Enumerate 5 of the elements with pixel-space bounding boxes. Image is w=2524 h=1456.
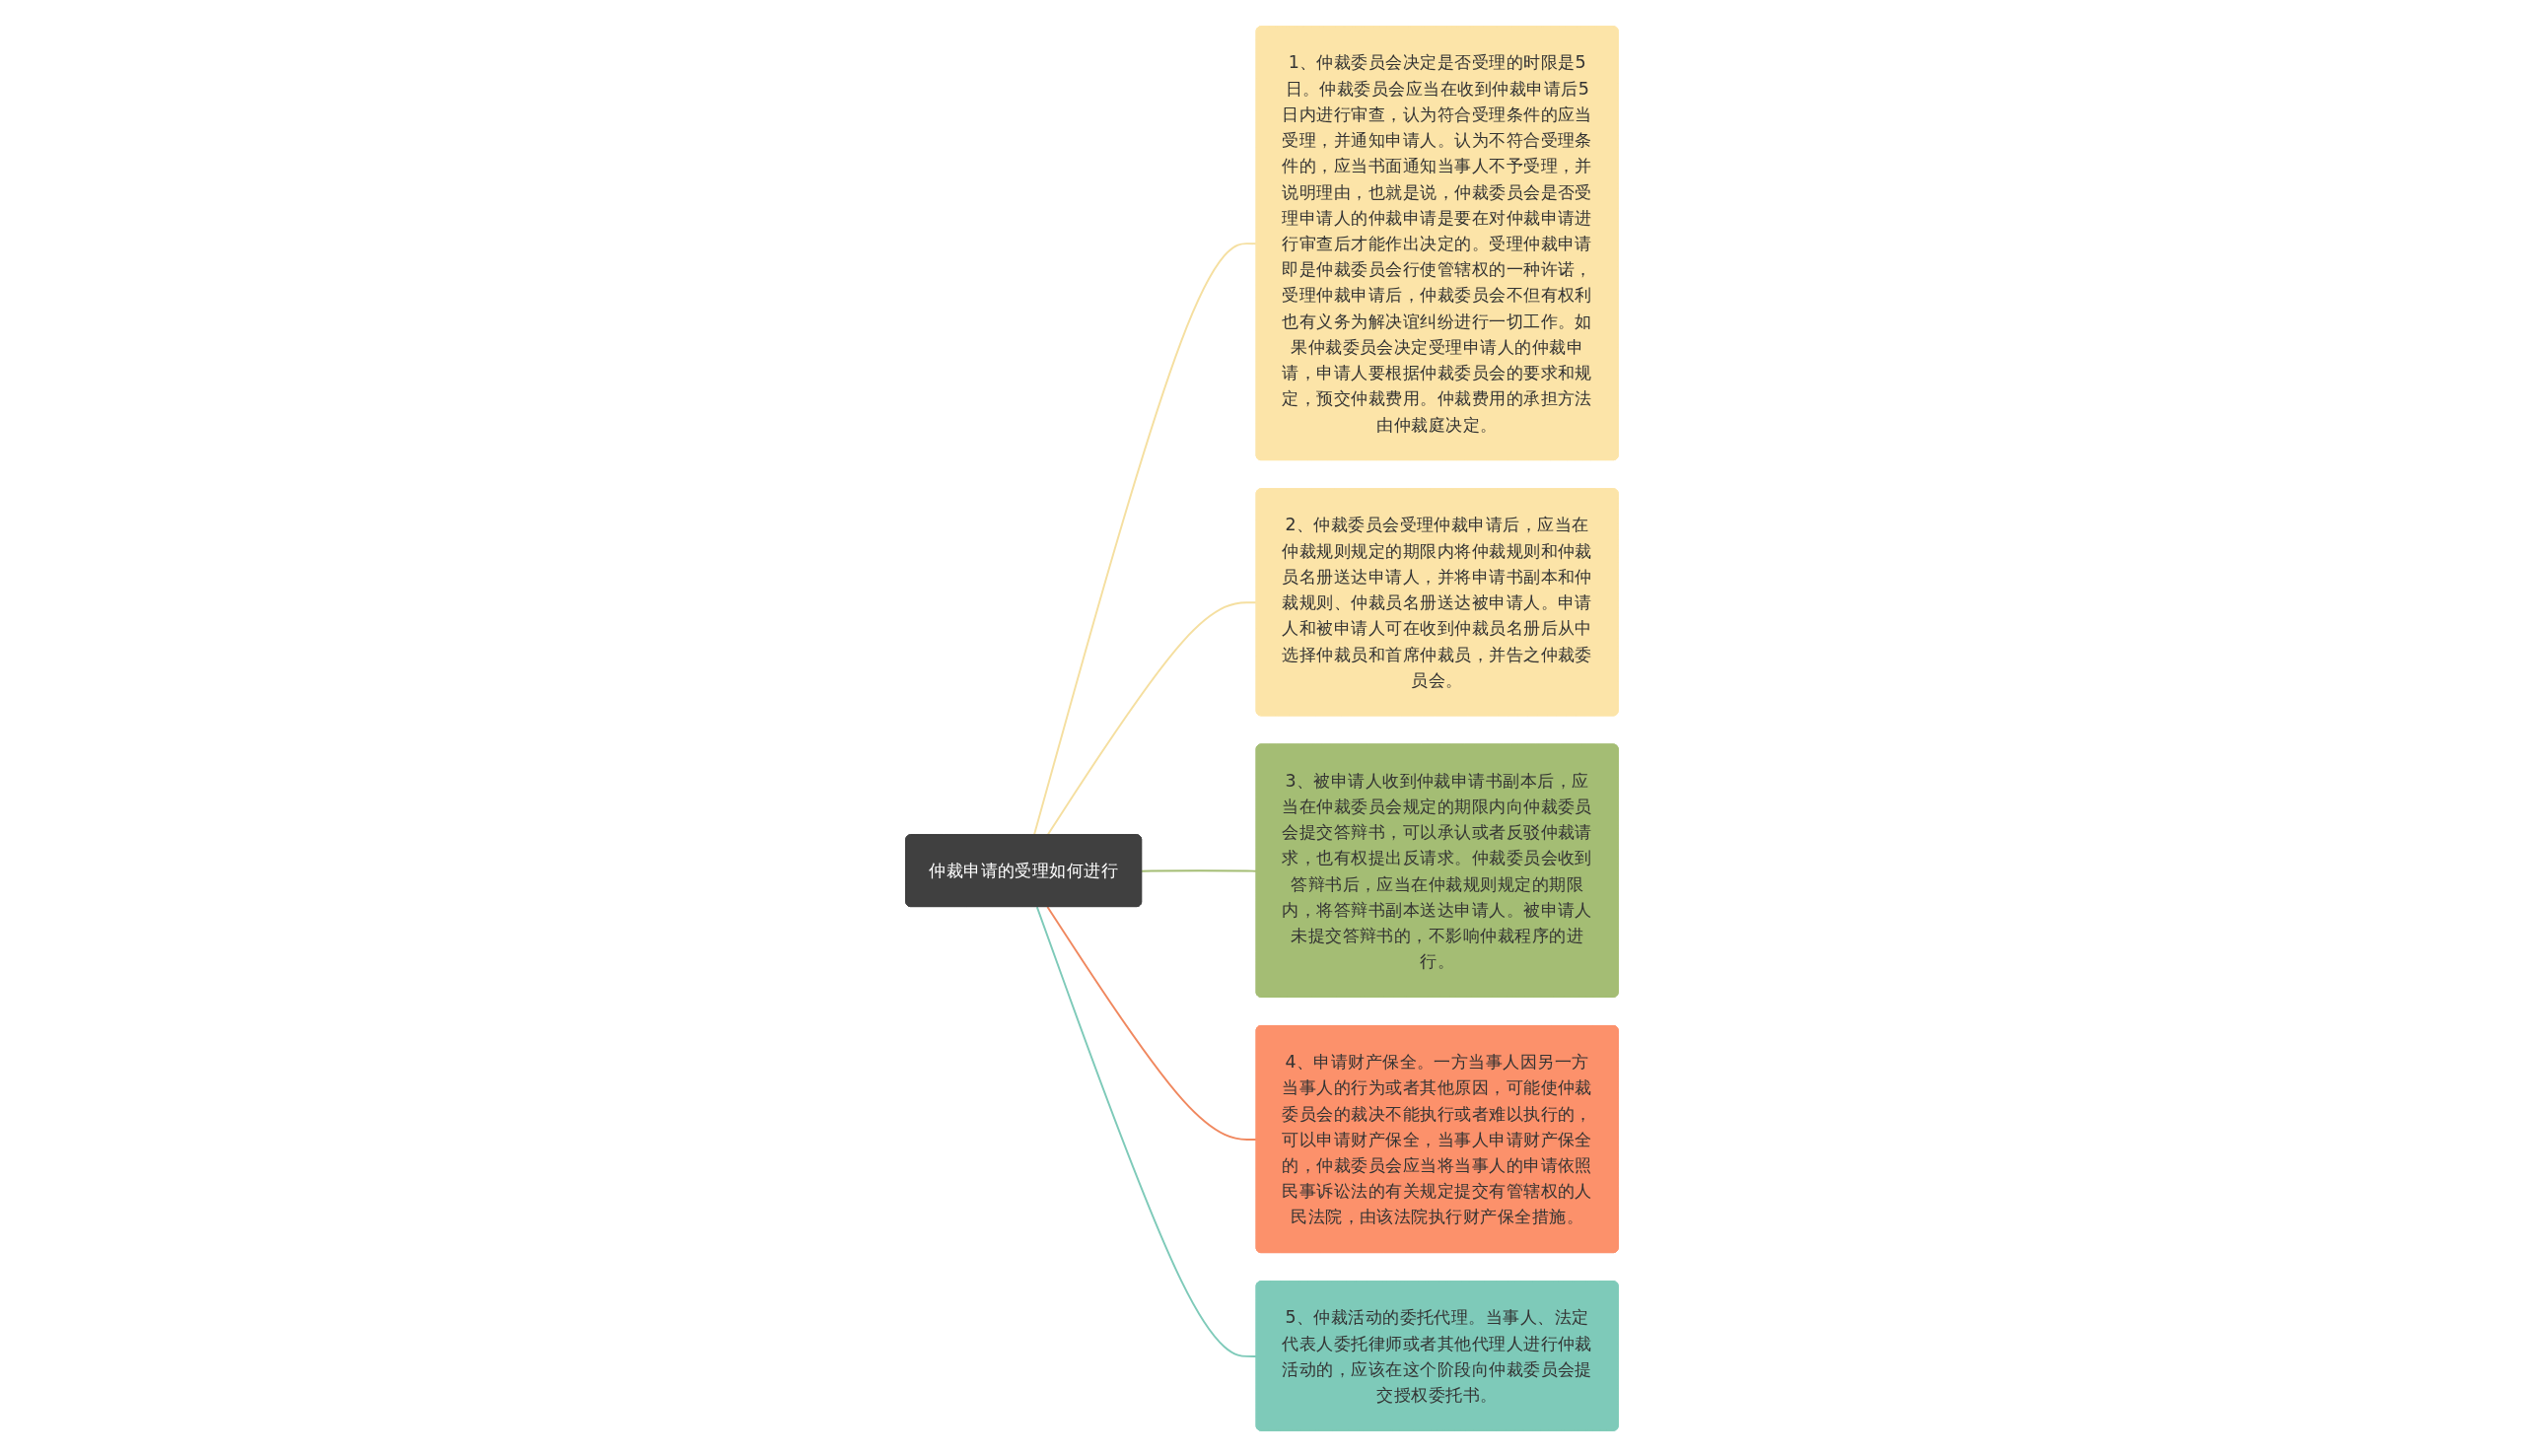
connector [1032, 242, 1258, 836]
connector [1035, 905, 1258, 1357]
connector [1046, 905, 1258, 1141]
connector [1141, 868, 1258, 872]
connector [1046, 600, 1258, 836]
